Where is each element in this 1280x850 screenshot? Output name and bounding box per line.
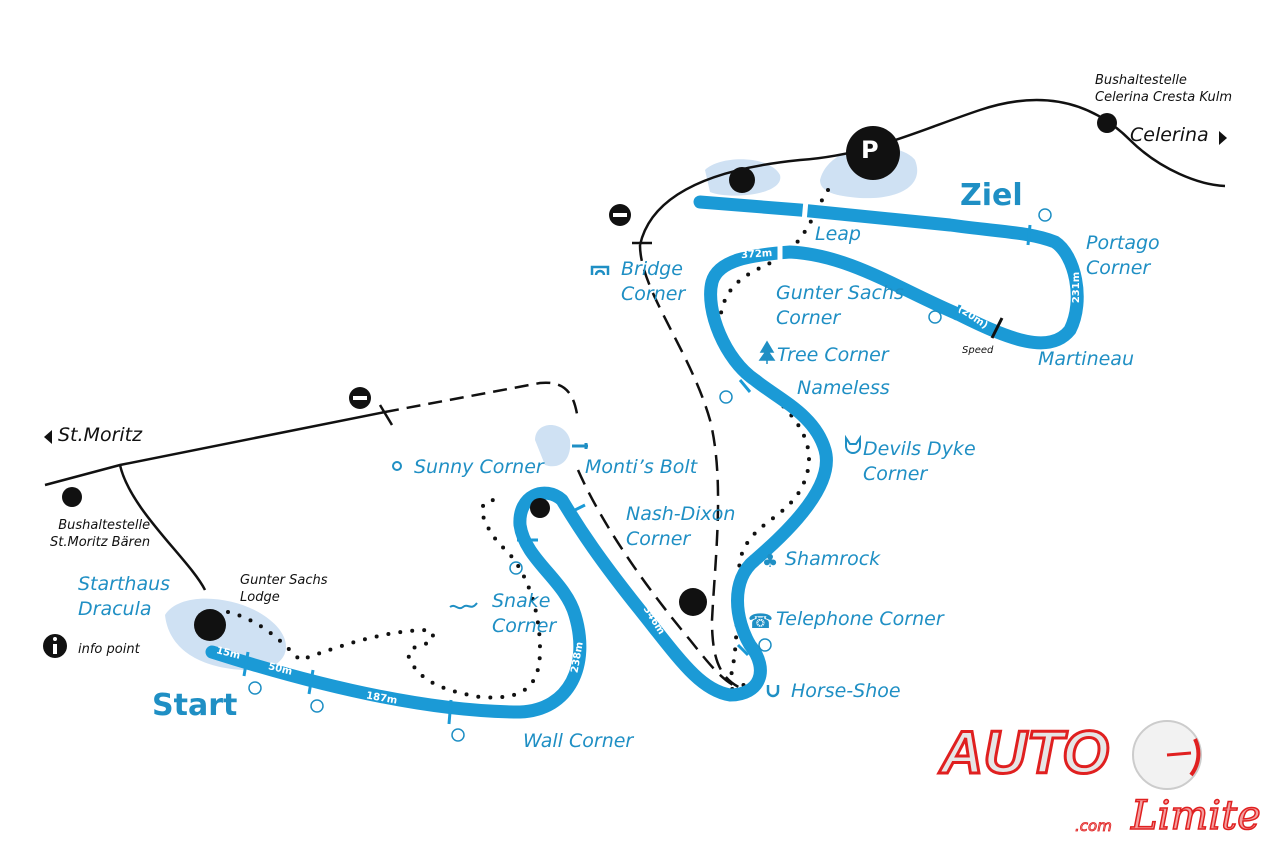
- corner-horse-shoe: Horse-Shoe: [791, 680, 901, 702]
- road-to-start: [118, 464, 207, 591]
- bridge-icon: [590, 265, 610, 276]
- poi-dots: [43, 113, 1117, 658]
- track-gaps: [777, 199, 809, 262]
- bus-stop-celerina: [1097, 113, 1117, 133]
- distance-372m: 372m: [740, 247, 773, 262]
- arrow-left-icon: [44, 430, 52, 444]
- bus-stop-stmoritz: [62, 487, 82, 507]
- arrow-right-icon: [1219, 131, 1227, 145]
- corner-martineau: Martineau: [1038, 348, 1134, 370]
- parking-icon: [846, 126, 900, 180]
- road-st-moritz: [44, 410, 386, 487]
- bolt-icon: [572, 443, 588, 449]
- starthaus-dot: [194, 609, 226, 641]
- corner-leap: Leap: [815, 223, 861, 245]
- road-dashed-nash: [576, 469, 746, 692]
- speed-trap-line: [990, 317, 1004, 339]
- autolimite-logo: AUTO Limite .com: [937, 718, 1262, 840]
- stopwatch-icons: [248, 208, 1052, 742]
- parking-label: P: [861, 136, 879, 164]
- bob-track: [205, 195, 1084, 719]
- roads: [44, 98, 1226, 692]
- distance-231m: 231m: [1071, 271, 1083, 304]
- corner-shamrock: Shamrock: [785, 548, 881, 570]
- tree-icon: [758, 340, 776, 364]
- horseshoe-icon: [766, 685, 780, 698]
- corner-telephone: Telephone Corner: [776, 608, 944, 630]
- shamrock-icon: ♣: [762, 551, 778, 572]
- corner-sunny: Sunny Corner: [414, 456, 544, 478]
- corner-montis-bolt: Monti’s Bolt: [585, 456, 698, 478]
- logo-limite-text: Limite: [1130, 793, 1261, 839]
- speed-label: Speed: [962, 345, 994, 356]
- finish-dot: [729, 167, 755, 193]
- corner-nameless: Nameless: [797, 377, 890, 399]
- info-point-label: info point: [78, 642, 140, 657]
- telephone-icon: ☎: [748, 609, 773, 633]
- start-label: Start: [152, 688, 238, 723]
- logo-com-text: .com: [1075, 817, 1112, 835]
- horseshoe-dot: [679, 588, 707, 616]
- corner-tree: Tree Corner: [777, 344, 889, 366]
- celerina-label: Celerina: [1130, 124, 1209, 146]
- timing-marks: [242, 224, 1032, 725]
- montis-dot: [530, 498, 550, 518]
- snake-icon: [449, 602, 478, 610]
- road-dashed-east: [638, 244, 746, 692]
- start-area: [165, 598, 287, 671]
- road-dashed-west: [384, 381, 580, 421]
- logo-auto-text: AUTO: [938, 719, 1109, 786]
- devil-icon: [845, 434, 861, 454]
- sun-icon: [392, 461, 402, 471]
- montis-area: [535, 425, 571, 467]
- road-celerina: [638, 98, 1226, 246]
- finish-label: Ziel: [960, 178, 1023, 213]
- corner-wall: Wall Corner: [523, 730, 634, 752]
- st-moritz-label: St.Moritz: [58, 424, 143, 446]
- road-crossings: [378, 241, 652, 426]
